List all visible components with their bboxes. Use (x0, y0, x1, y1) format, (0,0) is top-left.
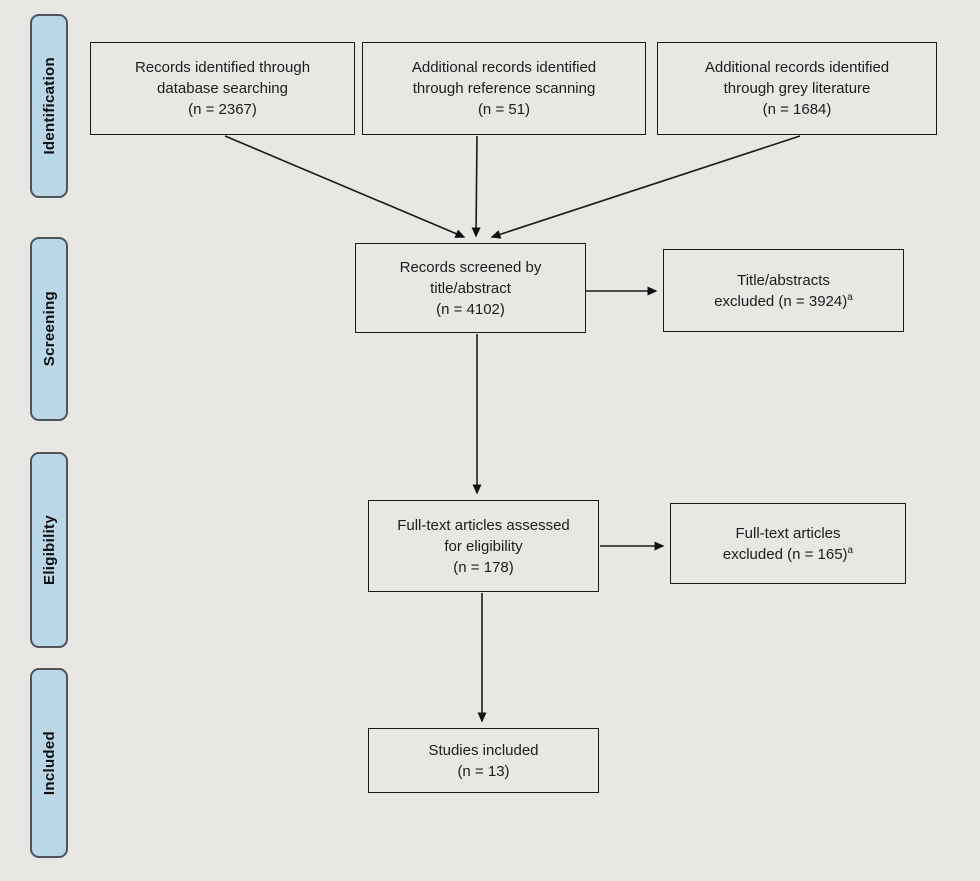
box-records-grey-literature: Additional records identified through gr… (657, 42, 937, 135)
stage-eligibility: Eligibility (30, 452, 68, 648)
box-text-line: for eligibility (444, 537, 523, 555)
box-text-line: through grey literature (723, 80, 871, 97)
footnote-marker: a (847, 544, 854, 556)
box-text-line: Records screened by (399, 258, 542, 276)
box-text-line: Records identified through (134, 59, 311, 76)
box-records-database-searching: Records identified through database sear… (90, 42, 355, 135)
box-records-screened: Records screened by title/abstract (n = … (355, 243, 586, 333)
arrow-reference-to-screened (471, 135, 481, 238)
footnote-marker: a (847, 291, 853, 303)
box-count: (n = 13) (457, 762, 510, 780)
box-text-line: Full-text articles (735, 524, 841, 542)
box-records-reference-scanning: Additional records identified through re… (362, 42, 646, 135)
box-count: excluded (n = 3924) (714, 292, 848, 310)
box-count: (n = 178) (453, 558, 514, 576)
box-text-line: Additional records identified (411, 59, 597, 76)
stage-identification-label: Identification (40, 57, 58, 155)
box-text-line: Studies included (428, 741, 539, 759)
box-studies-included: Studies included (n = 13) (368, 728, 599, 793)
box-text-line: through reference scanning (412, 80, 596, 97)
box-count: (n = 4102) (436, 300, 505, 318)
box-count: (n = 2367) (188, 101, 257, 118)
box-count: excluded (n = 165) (722, 545, 848, 563)
box-fulltext-assessed: Full-text articles assessed for eligibil… (368, 500, 599, 592)
box-text-line: database searching (157, 80, 288, 97)
stage-screening-label: Screening (40, 291, 58, 367)
stage-included-label: Included (40, 730, 58, 796)
box-text-line: Title/abstracts (737, 271, 830, 289)
box-text-line: title/abstract (430, 279, 511, 297)
box-text-line: Full-text articles assessed (397, 516, 570, 534)
box-count: (n = 1684) (762, 101, 832, 118)
arrow-grey-to-screened (490, 135, 801, 239)
stage-eligibility-label: Eligibility (40, 515, 58, 585)
box-fulltext-excluded: Full-text articles excluded (n = 165)a (670, 503, 906, 584)
stage-included: Included (30, 668, 68, 858)
arrow-database-to-screened (224, 135, 466, 238)
box-count: (n = 51) (477, 101, 531, 118)
box-text-line: Additional records identified (704, 59, 890, 76)
box-text-line: excluded (n = 165)a (723, 544, 853, 565)
box-text-line: excluded (n = 3924)a (714, 291, 853, 312)
stage-screening: Screening (30, 237, 68, 421)
box-title-abstracts-excluded: Title/abstracts excluded (n = 3924)a (663, 249, 904, 332)
stage-identification: Identification (30, 14, 68, 198)
